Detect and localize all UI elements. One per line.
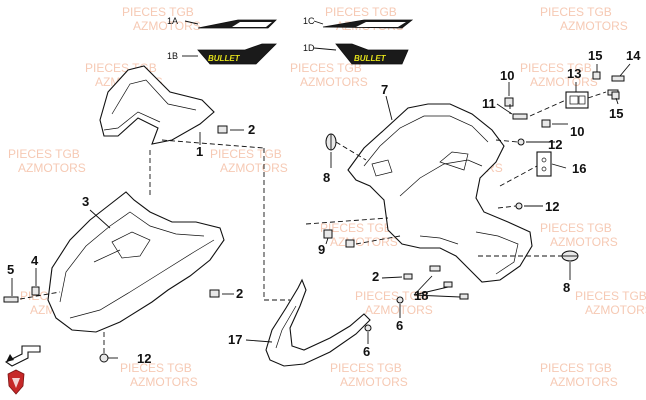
shield-logo-icon [7,369,25,395]
watermark-text: PIECES TGB [122,5,194,19]
screw-part-12-right [515,202,523,210]
watermark-text: PIECES TGB [290,61,362,75]
callout-12: 12 [137,351,151,366]
screw-part-12-left [99,353,109,363]
callout-1: 1 [196,144,203,159]
callout-12: 12 [545,199,559,214]
bolt-part-11 [512,113,528,120]
bracket-part-16 [536,151,552,177]
callout-6: 6 [363,344,370,359]
watermark-text: AZMOTORS [340,375,408,389]
watermark-text: AZMOTORS [18,161,86,175]
callout-12: 12 [548,137,562,152]
clip-part-2-mid [209,289,220,298]
watermark-text: PIECES TGB [120,361,192,375]
callout-1c: 1C [303,16,315,26]
callout-9: 9 [318,242,325,257]
callout-labels: 1A 1B 1C 1D 1 2 2 2 3 4 5 6 6 7 8 8 9 10… [7,16,641,366]
callout-18: 18 [414,288,428,303]
watermark-text: AZMOTORS [585,303,646,317]
watermark-text: PIECES TGB [320,221,392,235]
callout-7: 7 [381,82,388,97]
clip-part-2-right [403,273,413,280]
watermark-text: PIECES TGB [540,361,612,375]
callout-15: 15 [609,106,623,121]
bolt-part-5 [3,296,19,303]
decal-text: BULLET [208,54,241,63]
watermark-layer: PIECES TGB AZMOTORS PIECES TGB AZMOTORS … [8,5,646,389]
watermark-text: AZMOTORS [300,75,368,89]
callout-11: 11 [482,96,496,111]
callout-17: 17 [228,332,242,347]
watermark-text: PIECES TGB [210,147,282,161]
watermark-text: AZMOTORS [550,375,618,389]
callout-10: 10 [570,124,584,139]
leader-lines [11,20,631,359]
callout-1b: 1B [167,51,178,61]
watermark-text: PIECES TGB [520,61,592,75]
watermark-text: AZMOTORS [330,235,398,249]
watermark-text: PIECES TGB [8,147,80,161]
decal-1a [197,19,277,29]
callout-15: 15 [588,48,602,63]
nut-part-10-top [504,97,514,107]
callout-8: 8 [323,170,330,185]
nut-part-10-side [541,119,551,128]
grommet-part-8-left [325,133,337,151]
watermark-text: PIECES TGB [575,289,646,303]
watermark-text: AZMOTORS [530,75,598,89]
nut-part-4 [31,286,40,296]
watermark-text: AZMOTORS [560,19,628,33]
part-3-front-cover [47,191,225,333]
clips-part-18 [429,265,469,300]
decal-text: BULLET [354,54,387,63]
watermark-text: AZMOTORS [130,375,198,389]
screw-part-6-b [364,324,372,332]
callout-6: 6 [396,318,403,333]
decal-1c [322,19,414,29]
callout-1d: 1D [303,43,315,53]
watermark-text: PIECES TGB [355,289,427,303]
callout-4: 4 [31,253,39,268]
part-1-visor [99,65,215,145]
screw-part-6-a [396,296,404,304]
watermark-text: AZMOTORS [365,303,433,317]
callout-3: 3 [82,194,89,209]
watermark-text: PIECES TGB [540,221,612,235]
screw-part-12-upper [517,138,525,146]
callout-13: 13 [567,66,581,81]
callout-2: 2 [248,122,255,137]
callout-2: 2 [372,269,379,284]
watermark-text: AZMOTORS [133,19,201,33]
callout-8: 8 [563,280,570,295]
watermark-text: PIECES TGB [325,5,397,19]
watermark-text: PIECES TGB [540,5,612,19]
watermark-text: AZMOTORS [550,235,618,249]
grommet-part-8-right [561,250,579,262]
callout-10: 10 [500,68,514,83]
callout-1a: 1A [167,16,178,26]
callout-16: 16 [572,161,586,176]
watermark-text: AZMOTORS [220,161,288,175]
decal-1b: BULLET [197,43,277,65]
decal-1d: BULLET [335,43,409,65]
front-arrow-icon [4,345,41,367]
watermark-text: PIECES TGB [330,361,402,375]
part-7-inner-cover [347,103,533,283]
switch-part-13 [565,91,589,109]
clip-part-2-top [217,125,228,134]
callout-5: 5 [7,262,14,277]
nut-part-15 [592,71,620,100]
callout-14: 14 [626,48,641,63]
part-17-lower-cover [265,278,371,367]
callout-2: 2 [236,286,243,301]
assembly-dashed-lines [19,91,607,354]
